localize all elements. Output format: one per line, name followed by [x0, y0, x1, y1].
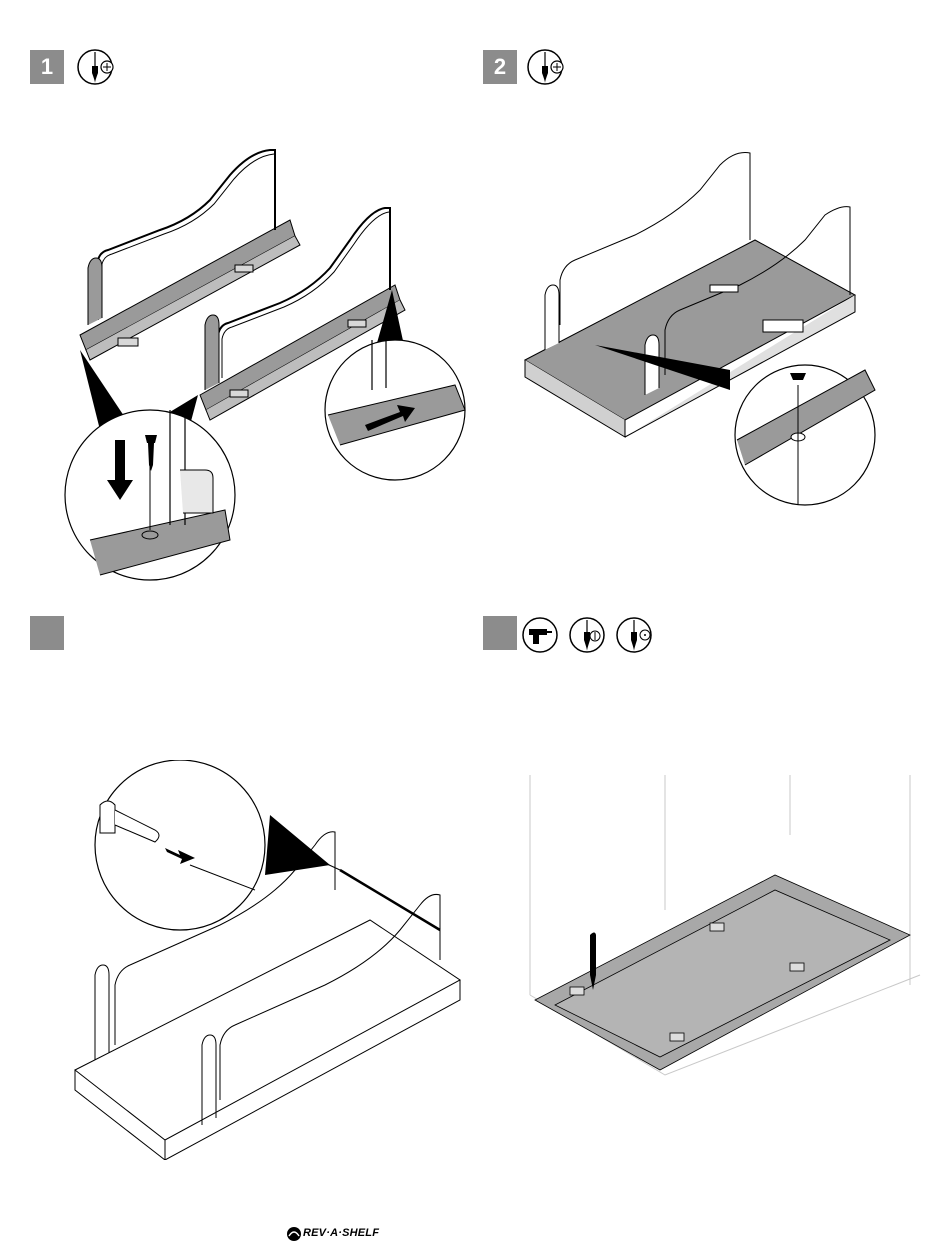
step-number-badge [483, 616, 517, 650]
brand-name: REV·A·SHELF [303, 1227, 379, 1239]
screwdriver-icon [568, 616, 610, 654]
step-number: 2 [494, 54, 506, 79]
step-number-badge: 2 [483, 50, 517, 84]
step-1-illustration [60, 140, 480, 585]
step-2-illustration [515, 145, 905, 510]
step-3-illustration [70, 760, 470, 1160]
screwdriver-phillips-icon [526, 48, 568, 86]
screwdriver-icon [615, 616, 657, 654]
drill-icon [521, 616, 561, 654]
screwdriver-phillips-icon [76, 48, 118, 86]
step-number: 1 [41, 54, 53, 79]
brand-logo-icon [286, 1226, 302, 1242]
step-4-illustration [520, 775, 930, 1120]
step-number-badge: 1 [30, 50, 64, 84]
step-number-badge [30, 616, 64, 650]
